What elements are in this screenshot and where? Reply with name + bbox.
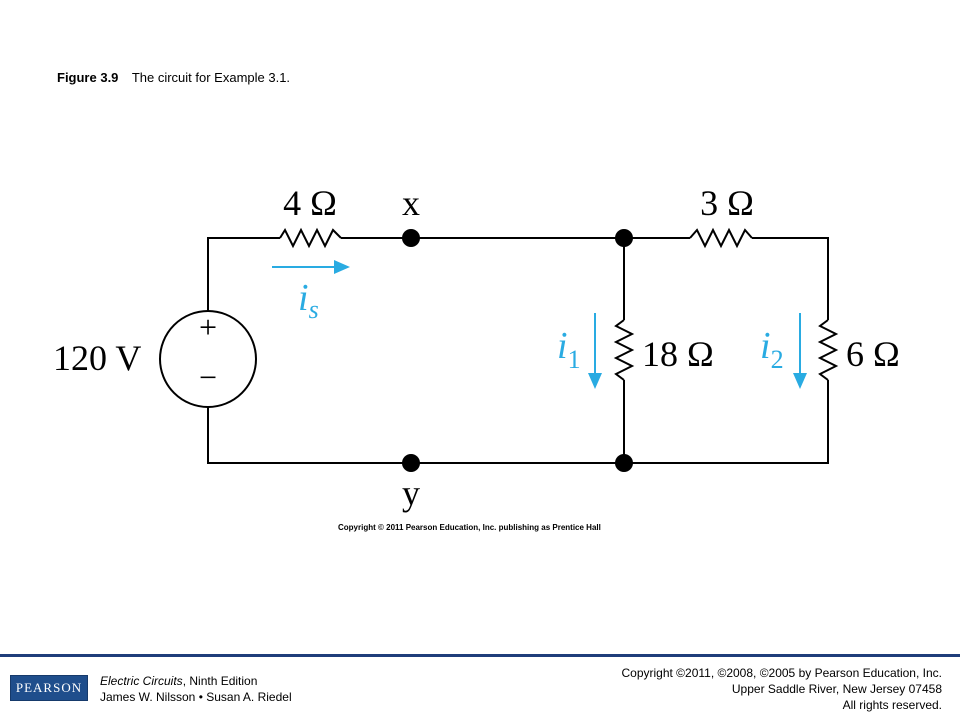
figure-copyright: Copyright © 2011 Pearson Education, Inc.… — [338, 523, 601, 532]
circuit-wires — [207, 227, 839, 464]
node-bottom-junction — [615, 454, 633, 472]
resistor-3-ohm-label: 3 Ω — [700, 183, 754, 223]
pearson-logo: PEARSON — [10, 675, 88, 701]
current-1-arrow-head — [588, 373, 602, 389]
book-edition: , Ninth Edition — [182, 674, 258, 688]
current-s-arrow-head — [334, 260, 350, 274]
resistor-3-ohm — [689, 227, 753, 249]
node-x-label: x — [402, 183, 420, 223]
current-2-label: i2 — [760, 325, 784, 374]
footer: PEARSON Electric Circuits, Ninth Edition… — [0, 657, 960, 720]
node-y-label: y — [402, 473, 420, 513]
wire-left-top — [207, 237, 280, 318]
current-2-sub: 2 — [771, 345, 784, 374]
book-authors: James W. Nilsson • Susan A. Riedel — [100, 690, 292, 704]
copyright-line-1: Copyright ©2011, ©2008, ©2005 by Pearson… — [621, 666, 942, 680]
current-s-label: is — [298, 277, 319, 324]
current-arrows — [272, 260, 807, 389]
copyright-line-2: Upper Saddle River, New Jersey 07458 — [731, 682, 942, 696]
resistor-6-ohm — [817, 319, 839, 381]
resistor-4-ohm — [279, 227, 342, 249]
current-s-main: i — [298, 277, 309, 319]
current-2-arrow-head — [793, 373, 807, 389]
current-2-main: i — [760, 325, 771, 367]
copyright-line-3: All rights reserved. — [842, 698, 942, 712]
source-minus: − — [199, 359, 217, 395]
node-x-dot — [402, 229, 420, 247]
wire-top-right — [752, 237, 829, 320]
resistor-18-ohm — [613, 319, 635, 381]
book-info: Electric Circuits, Ninth Edition James W… — [100, 673, 292, 705]
current-s-sub: s — [309, 295, 319, 324]
wire-right-bottom — [207, 380, 829, 464]
voltage-source — [159, 310, 257, 408]
current-1-sub: 1 — [568, 345, 581, 374]
figure-caption: Figure 3.9 The circuit for Example 3.1. — [57, 70, 290, 85]
resistor-6-ohm-label: 6 Ω — [846, 334, 900, 374]
resistor-4-ohm-label: 4 Ω — [283, 183, 337, 223]
figure-label: Figure 3.9 — [57, 70, 119, 85]
circuit-diagram: + − 4 Ω x 3 Ω 120 V 18 Ω 6 Ω y is i1 i2 … — [53, 183, 900, 532]
source-plus: + — [199, 309, 217, 345]
node-y-dot — [402, 454, 420, 472]
figure-caption-text: The circuit for Example 3.1. — [131, 70, 291, 85]
source-voltage-label: 120 V — [53, 338, 141, 378]
publisher-copyright: Copyright ©2011, ©2008, ©2005 by Pearson… — [621, 665, 942, 713]
current-1-main: i — [557, 325, 568, 367]
book-title: Electric Circuits — [100, 674, 183, 688]
circuit-nodes — [402, 229, 633, 472]
book-title-line: Electric Circuits, Ninth Edition — [100, 673, 292, 689]
resistor-18-ohm-label: 18 Ω — [642, 334, 714, 374]
current-1-label: i1 — [557, 325, 581, 374]
node-top-junction — [615, 229, 633, 247]
footer-rule — [0, 654, 960, 657]
